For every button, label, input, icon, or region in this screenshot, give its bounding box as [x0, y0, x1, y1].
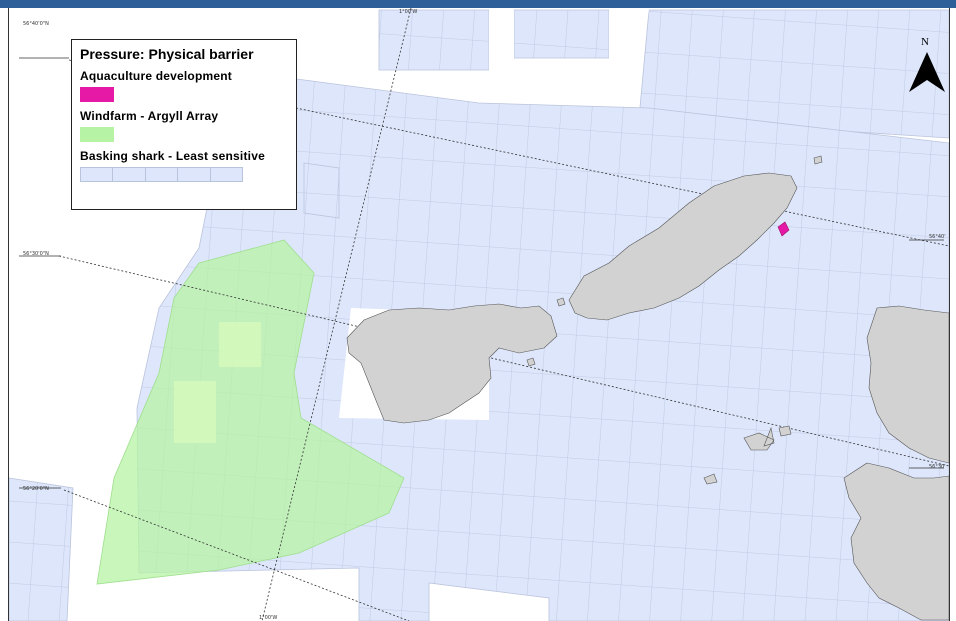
island-tiree	[346, 303, 558, 424]
coord-right-lower: 56°30'	[929, 464, 946, 470]
land	[346, 155, 949, 621]
north-arrow-icon	[909, 52, 945, 92]
legend-label-basking-shark: Basking shark - Least sensitive	[80, 149, 265, 163]
legend-title: Pressure: Physical barrier	[80, 46, 254, 62]
coord-right-upper: 56°40'	[929, 234, 946, 240]
coord-top: 1°00'W	[399, 9, 418, 15]
coord-left-middle: 56°30'0"N	[23, 251, 49, 257]
map-legend: Pressure: Physical barrier Aquaculture d…	[71, 39, 297, 210]
islet-west	[526, 297, 566, 367]
legend-label-windfarm: Windfarm - Argyll Array	[80, 109, 219, 123]
legend-swatch-windfarm	[80, 127, 114, 142]
neatline-ticks	[19, 57, 944, 489]
island-mull	[866, 305, 949, 464]
island-coll	[568, 172, 798, 321]
north-label: N	[921, 36, 929, 48]
legend-swatch-aquaculture	[80, 87, 114, 102]
coord-left-upper: 56°40'0"N	[23, 21, 49, 27]
islet-group	[703, 155, 823, 485]
window-top-bar	[0, 0, 956, 8]
legend-swatch-basking-shark	[80, 167, 243, 182]
legend-label-aquaculture: Aquaculture development	[80, 69, 232, 83]
coord-left-lower: 56°20'0"N	[23, 486, 49, 492]
aquaculture-development	[777, 221, 790, 237]
island-south-east	[843, 462, 949, 621]
coord-bottom: 1°00'W	[259, 615, 278, 621]
map-frame: 1°00'W 56°40'0"N 56°30'0"N 56°20'0"N 56°…	[8, 8, 950, 621]
windfarm-argyll-array	[96, 239, 405, 585]
